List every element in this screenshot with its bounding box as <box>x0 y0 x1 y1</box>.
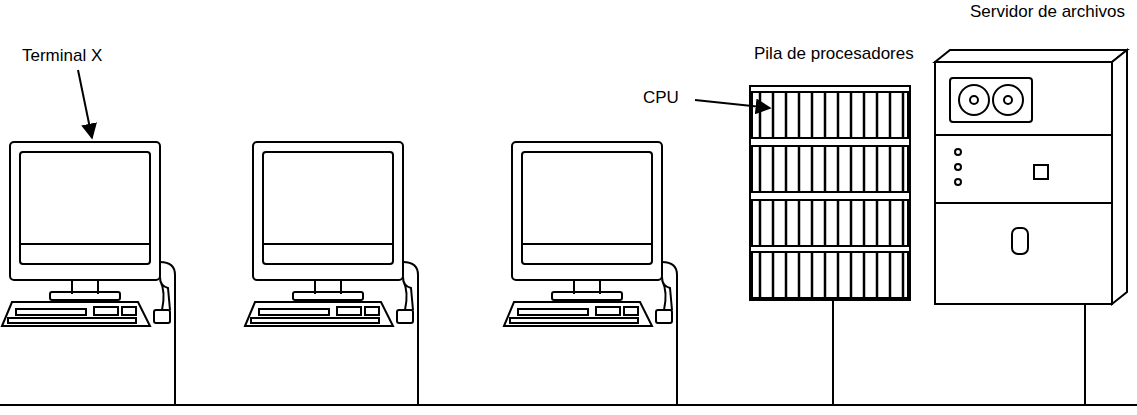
node-heading: Pila de procesadores <box>748 44 914 64</box>
file-server: Servidor de archivos <box>930 2 1130 304</box>
callout-label: CPU <box>643 88 679 108</box>
callout-label: Terminal X <box>22 46 102 66</box>
processor-pile: Pila de procesadores <box>748 44 918 300</box>
node-heading: Servidor de archivos <box>930 2 1126 22</box>
network-bus <box>833 300 1085 405</box>
